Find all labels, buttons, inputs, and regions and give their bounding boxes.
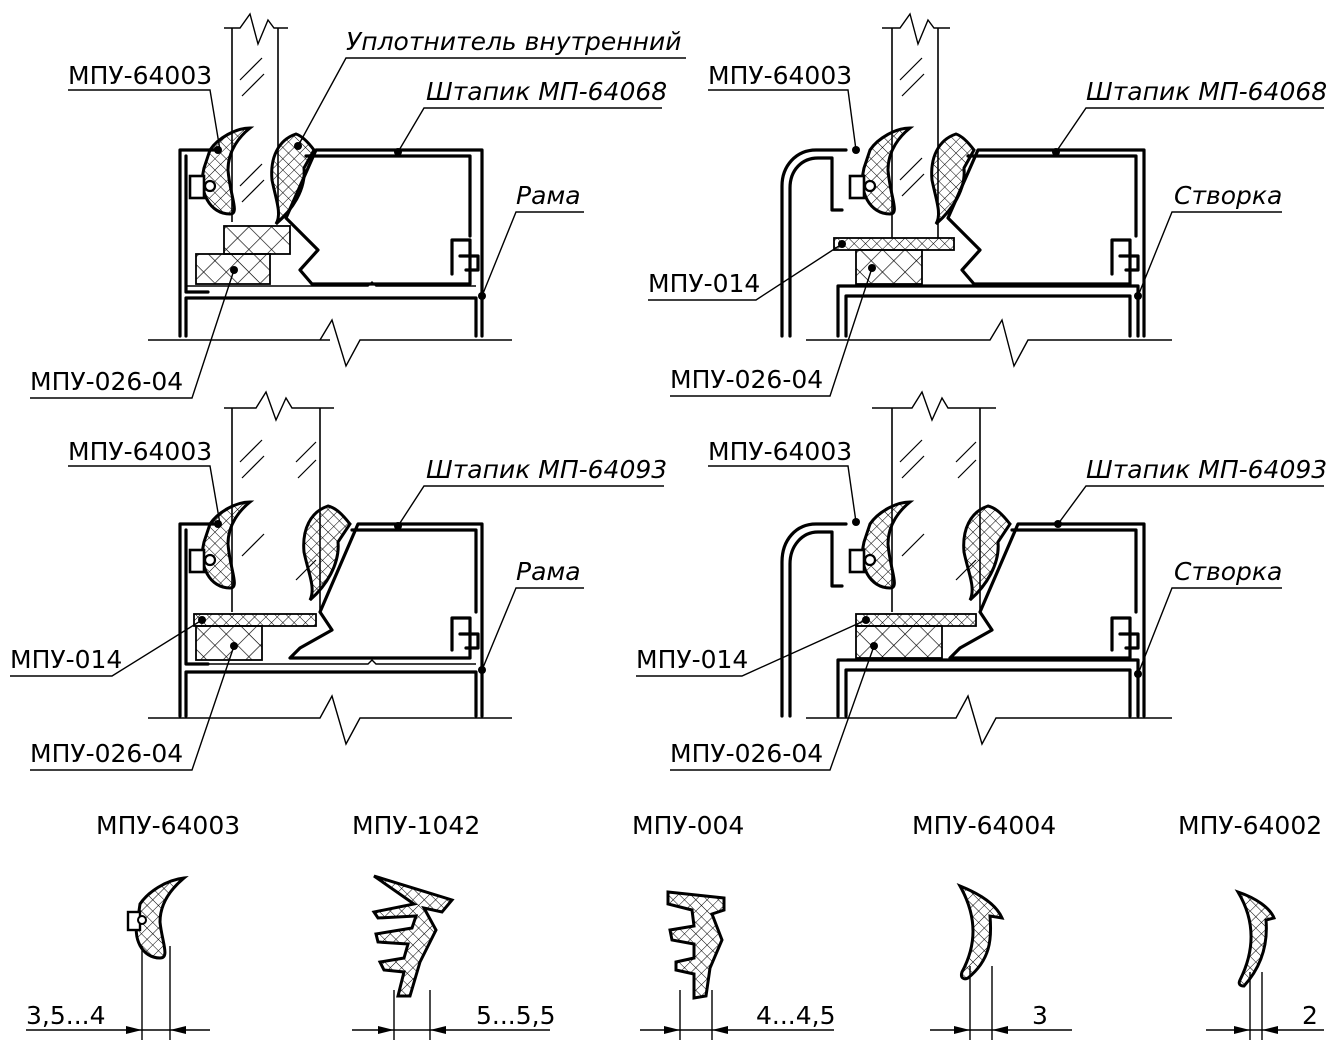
leaders-3 bbox=[10, 465, 664, 771]
labels-2: МПУ-64003 Штапик МП-64068 Створка МПУ-01… bbox=[648, 61, 1327, 394]
label-spacer-3: МПУ-026-04 bbox=[30, 739, 183, 768]
spacer-blocks bbox=[195, 225, 291, 285]
labels-3: МПУ-64003 Штапик МП-64093 Рама МПУ-014 М… bbox=[10, 437, 667, 768]
labels-1: МПУ-64003 Уплотнитель внутренний Штапик … bbox=[30, 27, 682, 396]
gasket-profile-mpu-64004: МПУ-64004 3 bbox=[912, 811, 1072, 1040]
gasket-profiles-row: МПУ-64003 3,5...4 МПУ-1042 5...5,5 МПУ-0… bbox=[26, 811, 1324, 1040]
inner-seal bbox=[270, 132, 316, 226]
label-bead-1: Штапик МП-64068 bbox=[426, 77, 667, 106]
leaders-1 bbox=[30, 57, 686, 399]
gasket-mpu-64003 bbox=[848, 500, 915, 590]
section-2: МПУ-64003 Штапик МП-64068 Створка МПУ-01… bbox=[648, 12, 1327, 397]
frame-profile bbox=[148, 148, 512, 368]
gasket-gap-2: 5...5,5 bbox=[476, 1001, 556, 1030]
gasket-mpu-64003 bbox=[188, 126, 255, 216]
inner-seal bbox=[930, 132, 976, 226]
inner-seal bbox=[302, 504, 352, 602]
section-1: МПУ-64003 Уплотнитель внутренний Штапик … bbox=[30, 12, 686, 399]
label-glazing-gasket-2: МПУ-64003 bbox=[708, 61, 852, 90]
label-glazing-gasket-1: МПУ-64003 bbox=[68, 61, 212, 90]
label-spacer-2: МПУ-026-04 bbox=[670, 365, 823, 394]
gasket-name-1: МПУ-64003 bbox=[96, 811, 240, 840]
label-profile-3: Рама bbox=[516, 557, 581, 586]
label-pad-4: МПУ-014 bbox=[636, 645, 748, 674]
gasket-gap-3: 4...4,5 bbox=[756, 1001, 836, 1030]
leaders-2 bbox=[648, 89, 1324, 397]
label-profile-2: Створка bbox=[1174, 181, 1282, 210]
gasket-name-5: МПУ-64002 bbox=[1178, 811, 1322, 840]
label-profile-4: Створка bbox=[1174, 557, 1282, 586]
label-spacer-4: МПУ-026-04 bbox=[670, 739, 823, 768]
gasket-profile-mpu-004: МПУ-004 4...4,5 bbox=[632, 811, 836, 1040]
spacer-blocks bbox=[833, 237, 955, 285]
inner-seal bbox=[962, 504, 1012, 602]
sash-profile bbox=[780, 148, 1172, 368]
spacer-blocks bbox=[855, 613, 977, 659]
label-pad-3: МПУ-014 bbox=[10, 645, 122, 674]
label-bead-3: Штапик МП-64093 bbox=[426, 455, 667, 484]
label-pad-2: МПУ-014 bbox=[648, 269, 760, 298]
gasket-name-4: МПУ-64004 bbox=[912, 811, 1056, 840]
gasket-name-3: МПУ-004 bbox=[632, 811, 744, 840]
gasket-profile-mpu-64003: МПУ-64003 3,5...4 bbox=[26, 811, 240, 1040]
labels-4: МПУ-64003 Штапик МП-64093 Створка МПУ-01… bbox=[636, 437, 1327, 768]
section-3: МПУ-64003 Штапик МП-64093 Рама МПУ-014 М… bbox=[10, 390, 667, 771]
section-4: МПУ-64003 Штапик МП-64093 Створка МПУ-01… bbox=[636, 390, 1327, 771]
gasket-mpu-64003 bbox=[188, 500, 255, 590]
gasket-gap-4: 3 bbox=[1032, 1001, 1048, 1030]
gasket-mpu-64003 bbox=[848, 126, 915, 216]
label-bead-4: Штапик МП-64093 bbox=[1086, 455, 1327, 484]
label-bead-2: Штапик МП-64068 bbox=[1086, 77, 1327, 106]
gasket-gap-5: 2 bbox=[1302, 1001, 1318, 1030]
gasket-profile-mpu-64002: МПУ-64002 2 bbox=[1178, 811, 1324, 1040]
leaders-4 bbox=[636, 465, 1324, 771]
gasket-gap-1: 3,5...4 bbox=[26, 1001, 106, 1030]
label-glazing-gasket-4: МПУ-64003 bbox=[708, 437, 852, 466]
label-inner-seal: Уплотнитель внутренний bbox=[346, 27, 682, 56]
gasket-name-2: МПУ-1042 bbox=[352, 811, 480, 840]
spacer-blocks bbox=[193, 613, 317, 661]
label-profile-1: Рама bbox=[516, 181, 581, 210]
label-spacer-1: МПУ-026-04 bbox=[30, 367, 183, 396]
gasket-profile-mpu-1042: МПУ-1042 5...5,5 bbox=[352, 811, 556, 1040]
label-glazing-gasket-3: МПУ-64003 bbox=[68, 437, 212, 466]
